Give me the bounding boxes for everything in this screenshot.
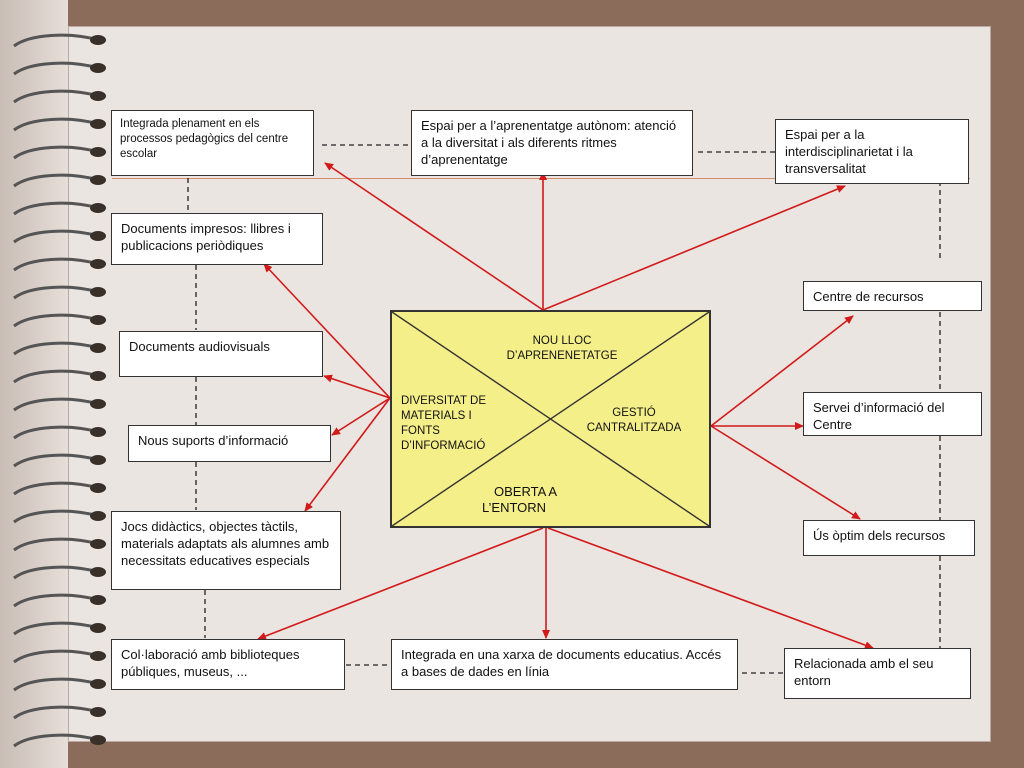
ring-hole xyxy=(90,399,106,409)
ring-hole xyxy=(90,343,106,353)
box-us-optim: Ús òptim dels recursos xyxy=(803,520,975,556)
ring-hole xyxy=(90,203,106,213)
center-right-line2: CANTRALITZADA xyxy=(586,422,682,434)
spiral-ring xyxy=(13,453,99,468)
spiral-binding xyxy=(13,33,106,748)
ring-hole xyxy=(90,427,106,437)
spiral-ring xyxy=(13,537,99,552)
spiral-ring xyxy=(13,201,99,216)
box-documents-impresos: Documents impresos: llibres i publicacio… xyxy=(111,213,323,265)
box-relacionada-entorn: Relacionada amb el seu entorn xyxy=(784,648,971,699)
ring-hole xyxy=(90,315,106,325)
center-top-line1: NOU LLOC xyxy=(532,335,592,347)
arrow-to-us-optim xyxy=(710,425,861,520)
binding-strip xyxy=(0,0,68,768)
box-jocs-didactics: Jocs didàctics, objectes tàctils, materi… xyxy=(111,511,341,590)
spiral-ring xyxy=(13,677,99,692)
spiral-ring xyxy=(13,145,99,160)
spiral-ring xyxy=(13,173,99,188)
center-cross xyxy=(392,312,709,526)
arrow-to-collaboracio xyxy=(257,527,544,640)
center-left-line3: FONTS xyxy=(401,425,440,437)
spiral-ring xyxy=(13,397,99,412)
spiral-ring xyxy=(13,341,99,356)
spiral-ring xyxy=(13,733,99,748)
central-hub: NOU LLOC D’APRENENETATGE DIVERSITAT DE M… xyxy=(390,310,711,528)
spiral-ring xyxy=(13,257,99,272)
spiral-ring xyxy=(13,481,99,496)
ring-hole xyxy=(90,231,106,241)
ring-hole xyxy=(90,651,106,661)
arrow-to-documents-audiovisuals xyxy=(323,374,391,399)
ring-hole xyxy=(90,147,106,157)
box-collaboracio: Col·laboració amb biblioteques públiques… xyxy=(111,639,345,690)
arrow-to-integrada-processos xyxy=(324,162,544,311)
spiral-ring xyxy=(13,285,99,300)
spiral-ring xyxy=(13,61,99,76)
ring-hole xyxy=(90,539,106,549)
spiral-ring xyxy=(13,229,99,244)
spiral-ring xyxy=(13,565,99,580)
box-nous-suports: Nous suports d’informació xyxy=(128,425,331,462)
ring-hole xyxy=(90,623,106,633)
spiral-ring xyxy=(13,705,99,720)
ring-hole xyxy=(90,63,106,73)
spiral-ring xyxy=(13,649,99,664)
ring-hole xyxy=(90,455,106,465)
ring-hole xyxy=(90,35,106,45)
ring-hole xyxy=(90,119,106,129)
center-bottom-label: OBERTA A L’ENTORN xyxy=(482,484,592,516)
ring-hole xyxy=(90,595,106,605)
center-right-label: GESTIÓ CANTRALITZADA xyxy=(572,406,696,436)
center-bottom-line2: L’ENTORN xyxy=(482,500,547,515)
box-integrada-xarxa: Integrada en una xarxa de documents educ… xyxy=(391,639,738,690)
ring-hole xyxy=(90,287,106,297)
box-documents-audiovisuals: Documents audiovisuals xyxy=(119,331,323,377)
spiral-ring xyxy=(13,33,99,48)
ring-hole xyxy=(90,707,106,717)
center-left-line4: D’INFORMACIÓ xyxy=(401,440,486,452)
ring-hole xyxy=(90,735,106,745)
box-centre-recursos: Centre de recursos xyxy=(803,281,982,311)
box-espai-autonom: Espai per a l’aprenentatge autònom: aten… xyxy=(411,110,693,176)
arrow-to-nous-suports xyxy=(331,397,391,436)
arrow-to-documents-impresos xyxy=(263,263,391,399)
spiral-ring xyxy=(13,117,99,132)
box-servei-informacio: Servei d’informació del Centre xyxy=(803,392,982,436)
spiral-ring xyxy=(13,313,99,328)
ring-hole xyxy=(90,371,106,381)
spiral-ring xyxy=(13,593,99,608)
center-bottom-line1: OBERTA A xyxy=(494,484,558,499)
box-espai-interdisc: Espai per a la interdisciplinarietat i l… xyxy=(775,119,969,184)
center-left-line2: MATERIALS I xyxy=(401,410,472,422)
box-integrada-processos: Integrada plenament en els processos ped… xyxy=(111,110,314,176)
spiral-ring xyxy=(13,425,99,440)
ring-hole xyxy=(90,679,106,689)
spiral-ring xyxy=(13,89,99,104)
center-top-label: NOU LLOC D’APRENENETATGE xyxy=(492,334,632,364)
arrow-to-jocs-didactics xyxy=(304,397,391,512)
spiral-ring xyxy=(13,369,99,384)
center-left-label: DIVERSITAT DE MATERIALS I FONTS D’INFORM… xyxy=(401,394,511,454)
arrow-to-espai-interdisc xyxy=(542,185,846,311)
center-top-line2: D’APRENENETATGE xyxy=(506,350,618,362)
arrow-to-centre-recursos xyxy=(710,315,854,427)
center-left-line1: DIVERSITAT DE xyxy=(401,395,486,407)
ring-hole xyxy=(90,511,106,521)
center-right-line1: GESTIÓ xyxy=(612,407,656,419)
ring-hole xyxy=(90,567,106,577)
ring-hole xyxy=(90,259,106,269)
ring-hole xyxy=(90,483,106,493)
spiral-ring xyxy=(13,621,99,636)
ring-hole xyxy=(90,175,106,185)
arrow-to-relacionada-entorn xyxy=(547,527,874,649)
ring-hole xyxy=(90,91,106,101)
spiral-ring xyxy=(13,509,99,524)
